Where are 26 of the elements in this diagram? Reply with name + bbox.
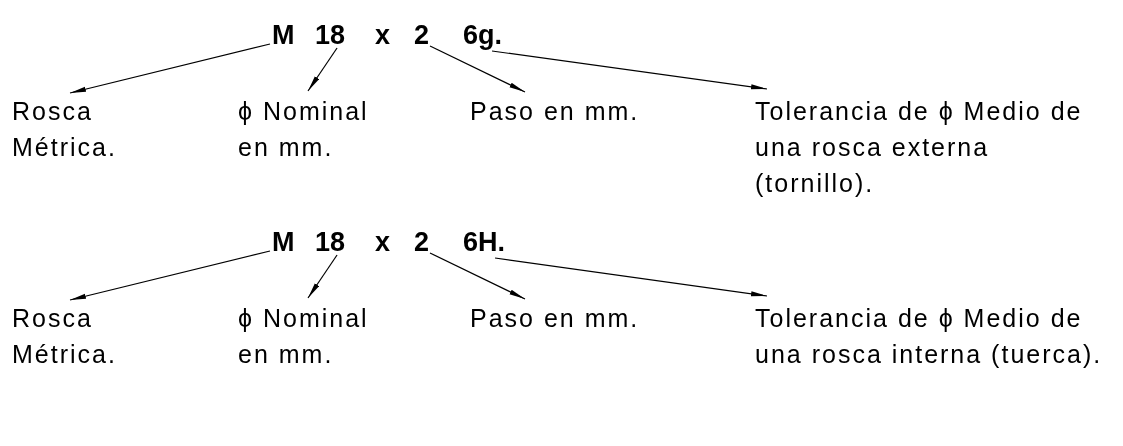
leader-line <box>491 50 768 90</box>
leader-line <box>429 252 526 300</box>
description-text: Paso en mm. <box>470 300 640 336</box>
designation-symbol: 6g. <box>463 20 502 50</box>
leader-line <box>69 43 271 94</box>
leader-line <box>69 250 271 301</box>
separator-symbol: x <box>375 227 391 257</box>
description-text: ϕ Nominal en mm. <box>238 300 403 372</box>
description-text: Tolerancia de ϕ Medio de una rosca externa (tornillo). <box>755 93 1105 201</box>
designation-symbol: M <box>272 20 295 50</box>
designation-symbol: 18 <box>315 20 346 50</box>
description-text: Rosca Métrica. <box>12 93 162 165</box>
designation-symbol: M <box>272 227 295 257</box>
designation-symbol: 6H. <box>463 227 506 257</box>
leader-line <box>307 47 338 92</box>
designation-symbol: 2 <box>414 227 430 257</box>
leader-line <box>494 257 768 297</box>
description-text: Tolerancia de ϕ Medio de una rosca interna (tuerca). <box>755 300 1105 372</box>
description-text: ϕ Nominal en mm. <box>238 93 403 165</box>
designation-symbol: 18 <box>315 227 346 257</box>
description-text: Paso en mm. <box>470 93 640 129</box>
designation-symbol: 2 <box>414 20 430 50</box>
description-text: Rosca Métrica. <box>12 300 162 372</box>
leader-line <box>307 254 338 299</box>
separator-symbol: x <box>375 20 391 50</box>
leader-line <box>429 45 526 93</box>
